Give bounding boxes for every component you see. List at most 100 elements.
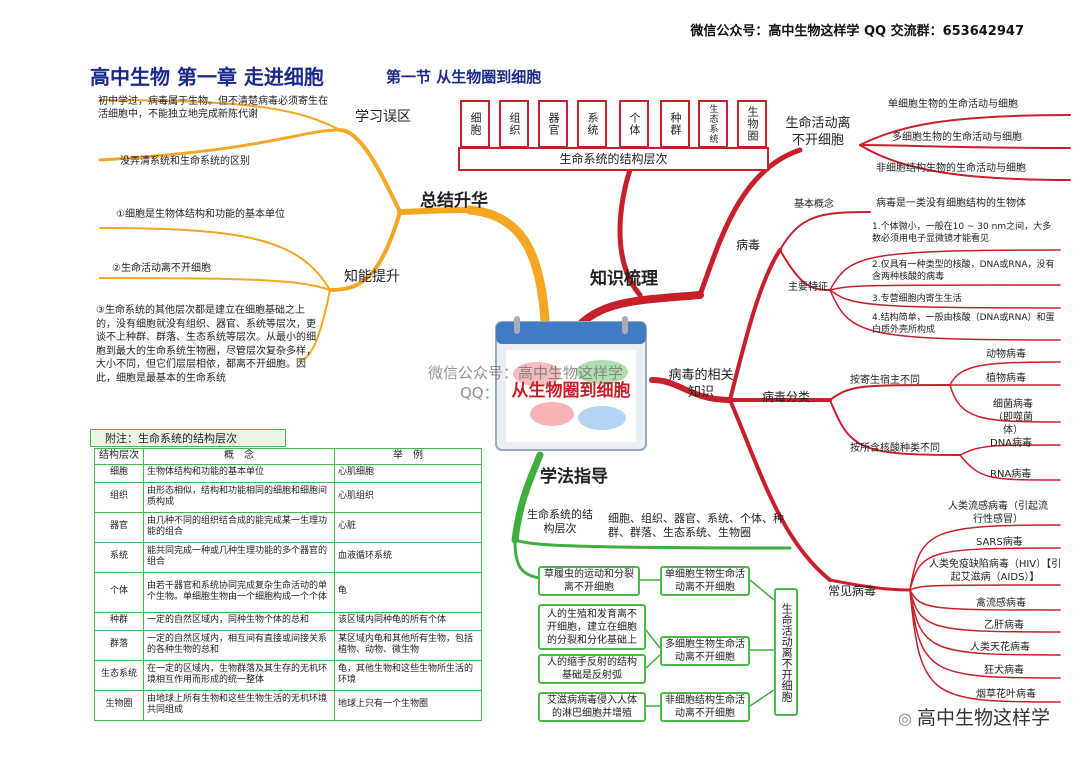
ability-item: ③生命系统的其他层次都是建立在细胞基础之上的，没有细胞就没有组织、器官、系统等层… [96,305,316,384]
hierarchy-level: 系统 [577,100,607,148]
common-virus-item: 乙肝病毒 [984,620,1024,631]
table-cell: 心肌细胞 [334,463,482,483]
table-row: 生态系统 在一定的区域内，生物群落及其生存的无机环境相互作用而形成的统一整体 龟… [94,659,482,691]
life-activity-item: 非细胞结构生物的生命活动与细胞 [876,163,1026,174]
category-box: 多细胞生物生命活动离不开细胞 [660,636,750,666]
hierarchy-level: 生物圈 [737,100,767,148]
table-cell: 由若干器官和系统协同完成复杂生命活动的单个生物。单细胞生物由一个细胞构成一个个体 [143,571,335,613]
table-cell: 龟 [334,571,482,613]
method-title: 学法指导 [540,467,608,487]
category-box: 非细胞结构生命活动离不开细胞 [660,692,750,722]
common-virus-label: 常见病毒 [828,584,877,598]
table-cell: 心肌组织 [334,481,482,513]
basic-concept-label: 基本概念 [794,199,834,210]
appendix-table: 结构层次 概 念 举 例 细胞 生物体结构和功能的基本单位 心肌细胞 组织 由形… [94,448,482,721]
common-virus-item: 人类流感病毒（引起流行性感冒） [948,501,1048,525]
table-cell: 个体 [94,571,144,613]
table-cell: 一定的自然区域内，同种生物个体的总和 [143,611,335,631]
table-cell: 心脏 [334,511,482,543]
table-cell: 种群 [94,611,144,631]
conclusion-box: 生命活动离不开细胞 [774,588,798,716]
acid-item: DNA病毒 [990,438,1033,449]
table-cell: 组织 [94,481,144,513]
life-activity-item: 单细胞生物的生命活动与细胞 [888,99,1018,110]
appendix-title: 附注：生命系统的结构层次 [90,429,286,447]
virus-label: 病毒 [736,238,761,252]
table-header: 举 例 [334,448,482,465]
table-cell: 某区域内龟和其他所有生物，包括植物、动物、微生物 [334,629,482,661]
common-virus-item: 禽流感病毒 [976,598,1026,609]
common-virus-item: 人类免疫缺陷病毒（HIV）【引起艾滋病（AIDS）】 [928,559,1062,583]
table-cell: 血液循环系统 [334,541,482,573]
table-row: 群落 一定的自然区域内，相互间有直接或间接关系的各种生物的总和 某区域内龟和其他… [94,629,482,661]
example-box: 人的缩手反射的结构基础是反射弧 [538,654,646,684]
section-title: 第一节 从生物圈到细胞 [386,68,542,86]
ability-title: 知能提升 [344,269,400,285]
hierarchy-caption: 生命系统的结构层次 [458,147,769,171]
watermark-text: QQ： [460,384,499,402]
table-cell: 细胞 [94,463,144,483]
center-label: 从生物圈到细胞 [511,381,631,401]
table-cell: 生态系统 [94,659,144,691]
acid-item: RNA病毒 [990,469,1032,480]
mistake-item: 没弄清系统和生命系统的区别 [120,156,250,167]
ability-item: ①细胞是生物体结构和功能的基本单位 [116,209,285,220]
life-activity-item: 多细胞生物的生命活动与细胞 [892,132,1022,143]
common-virus-item: 人类天花病毒 [970,642,1030,653]
knowledge-branches [571,114,1071,703]
feature-item: 4.结构简单，一般由核酸（DNA或RNA）和蛋白质外壳所构成 [872,313,1055,335]
contact-info: 微信公众号：高中生物这样学 QQ 交流群：653642947 [690,24,1024,39]
table-row: 个体 由若干器官和系统协同完成复杂生命活动的单个生物。单细胞生物由一个细胞构成一… [94,571,482,613]
features-label: 主要特征 [788,282,828,293]
table-cell: 地球上只有一个生物圈 [334,689,482,721]
table-header: 概 念 [143,448,335,465]
levels-text: 细胞、组织、器官、系统、个体、种群、群落、生态系统、生物圈 [608,512,784,540]
calendar-icon [495,316,647,451]
table-row: 细胞 生物体结构和功能的基本单位 心肌细胞 [94,463,482,483]
mistake-item: 初中学过，病毒属于生物。但不清楚病毒必须寄生在活细胞中，不能独立地完成新陈代谢 [98,96,328,120]
table-header: 结构层次 [94,448,144,465]
host-item: 植物病毒 [986,373,1026,384]
table-cell: 系统 [94,541,144,573]
wechat-icon: ◎ [897,709,917,728]
table-cell: 在一定的区域内，生物群落及其生存的无机环境相互作用而形成的统一整体 [143,659,335,691]
table-cell: 该区域内同种龟的所有个体 [334,611,482,631]
table-cell: 由地球上所有生物和这些生物生活的无机环境共同组成 [143,689,335,721]
method-connectors [640,579,775,707]
hierarchy-level: 种群 [660,100,690,148]
center-topic: 从生物圈到细胞 [492,314,652,454]
example-box: 艾滋病病毒侵入人体的淋巴细胞并增殖 [538,692,646,722]
table-header-row: 结构层次 概 念 举 例 [94,448,482,465]
example-box: 人的生殖和发育离不开细胞，建立在细胞的分裂和分化基础上 [538,604,646,650]
host-item: 动物病毒 [986,349,1026,360]
feature-item: 3.专营细胞内寄生生活 [872,294,962,304]
table-cell: 群落 [94,629,144,661]
hierarchy-level: 细胞 [460,100,490,148]
table-cell: 能共同完成一种或几种生理功能的多个器官的组合 [143,541,335,573]
feature-item: 1.个体微小，一般在10 ~ 30 nm之间，大多数必须用电子显微镜才能看见 [872,222,1052,244]
by-host-label: 按寄生宿主不同 [850,375,920,386]
table-row: 组织 由形态相似，结构和功能相同的细胞和细胞间质构成 心肌组织 [94,481,482,513]
levels-title: 生命系统的结构层次 [527,508,593,536]
table-row: 系统 能共同完成一种或几种生理功能的多个器官的组合 血液循环系统 [94,541,482,573]
by-acid-label: 按所含核酸种类不同 [850,443,940,454]
footer-logo-text: 高中生物这样学 [916,707,1050,729]
watermark-text: 微信公众号：高中生物这样学 [428,364,624,382]
table-cell: 龟，其他生物和这些生物所生活的环境 [334,659,482,691]
example-box: 草履虫的运动和分裂离不开细胞 [538,566,640,596]
table-cell: 生物体结构和功能的基本单位 [143,463,335,483]
common-virus-item: 狂犬病毒 [984,665,1024,676]
common-virus-item: 烟草花叶病毒 [976,689,1036,700]
table-cell: 一定的自然区域内，相互间有直接或间接关系的各种生物的总和 [143,629,335,661]
table-cell: 生物圈 [94,689,144,721]
summary-title: 总结升华 [420,191,488,211]
hierarchy-level: 器官 [538,100,568,148]
table-row: 器官 由几种不同的组织结合成的能完成某一生理功能的组合 心脏 [94,511,482,543]
hierarchy-level: 个体 [619,100,649,148]
life-activity-title: 生命活动离不开细胞 [785,116,851,148]
host-item: 细菌病毒（即噬菌体） [993,399,1033,436]
table-cell: 器官 [94,511,144,543]
table-row: 生物圈 由地球上所有生物和这些生物生活的无机环境共同组成 地球上只有一个生物圈 [94,689,482,721]
mistakes-title: 学习误区 [355,109,411,125]
summary-branches [98,99,550,361]
